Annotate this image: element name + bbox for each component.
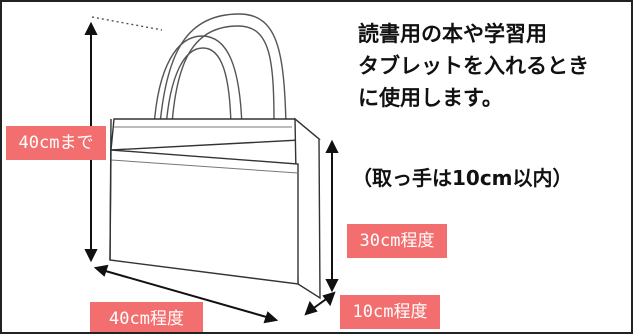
front-handle <box>153 35 243 128</box>
back-handle-inner <box>171 25 275 125</box>
bag-front-face <box>109 149 299 285</box>
bag-front-seam <box>110 159 299 174</box>
back-handle <box>159 13 287 125</box>
description-line: 読書用の本や学習用 <box>358 22 547 46</box>
height-guide-dotted-line <box>91 16 163 31</box>
depth-arrow <box>304 291 336 316</box>
front-handle-inner <box>165 47 232 128</box>
height-body-arrow <box>325 139 339 293</box>
width-label: 40cm程度 <box>90 302 203 332</box>
bag-left-edge <box>109 118 112 261</box>
bag-top-opening <box>110 118 321 151</box>
bag-side-panel <box>294 117 321 300</box>
height-total-label: 40cmまで <box>6 126 106 160</box>
handle-note: （取っ手は10cm以内） <box>352 166 573 190</box>
description-text: 読書用の本や学習用 タブレットを入れるとき に使用します。 <box>358 18 628 114</box>
height-body-label: 30cm程度 <box>347 224 447 258</box>
description-line: タブレットを入れるとき <box>358 54 589 78</box>
width-arrow <box>93 264 279 324</box>
description-line: に使用します。 <box>358 86 503 110</box>
depth-label: 10cm程度 <box>340 295 440 329</box>
